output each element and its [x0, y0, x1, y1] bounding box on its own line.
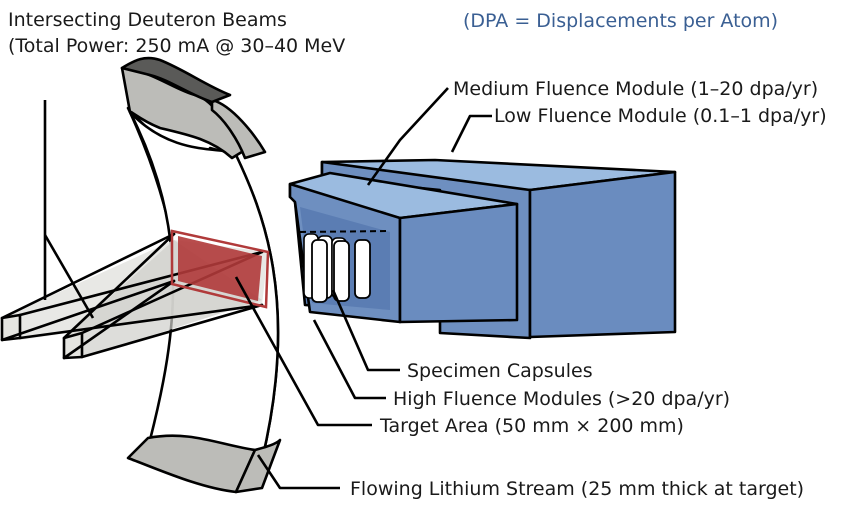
specimen-capsules: [303, 233, 371, 303]
leader-capsules: [331, 289, 400, 372]
capsule: [311, 239, 328, 303]
title-line-1: Intersecting Deuteron Beams: [8, 9, 287, 31]
label-high-fluence: High Fluence Modules (>20 dpa/yr): [393, 388, 730, 410]
leader-medium: [366, 87, 449, 186]
label-low-fluence: Low Fluence Module (0.1–1 dpa/yr): [494, 105, 827, 127]
leader-target: [234, 276, 372, 427]
capsule: [333, 240, 350, 302]
leader-high: [312, 319, 386, 400]
label-lithium-stream: Flowing Lithium Stream (25 mm thick at t…: [350, 478, 804, 500]
label-specimen-capsules: Specimen Capsules: [407, 360, 593, 382]
leader-low: [450, 114, 492, 153]
label-medium-fluence: Medium Fluence Module (1–20 dpa/yr): [453, 78, 818, 100]
title-line-2: (Total Power: 250 mA @ 30–40 MeV: [8, 35, 345, 57]
dpa-note: (DPA = Displacements per Atom): [463, 10, 778, 32]
capsule: [354, 239, 371, 299]
leader-beams-2: [43, 234, 95, 319]
leader-lithium: [256, 454, 340, 490]
label-target-area: Target Area (50 mm × 200 mm): [379, 415, 684, 437]
